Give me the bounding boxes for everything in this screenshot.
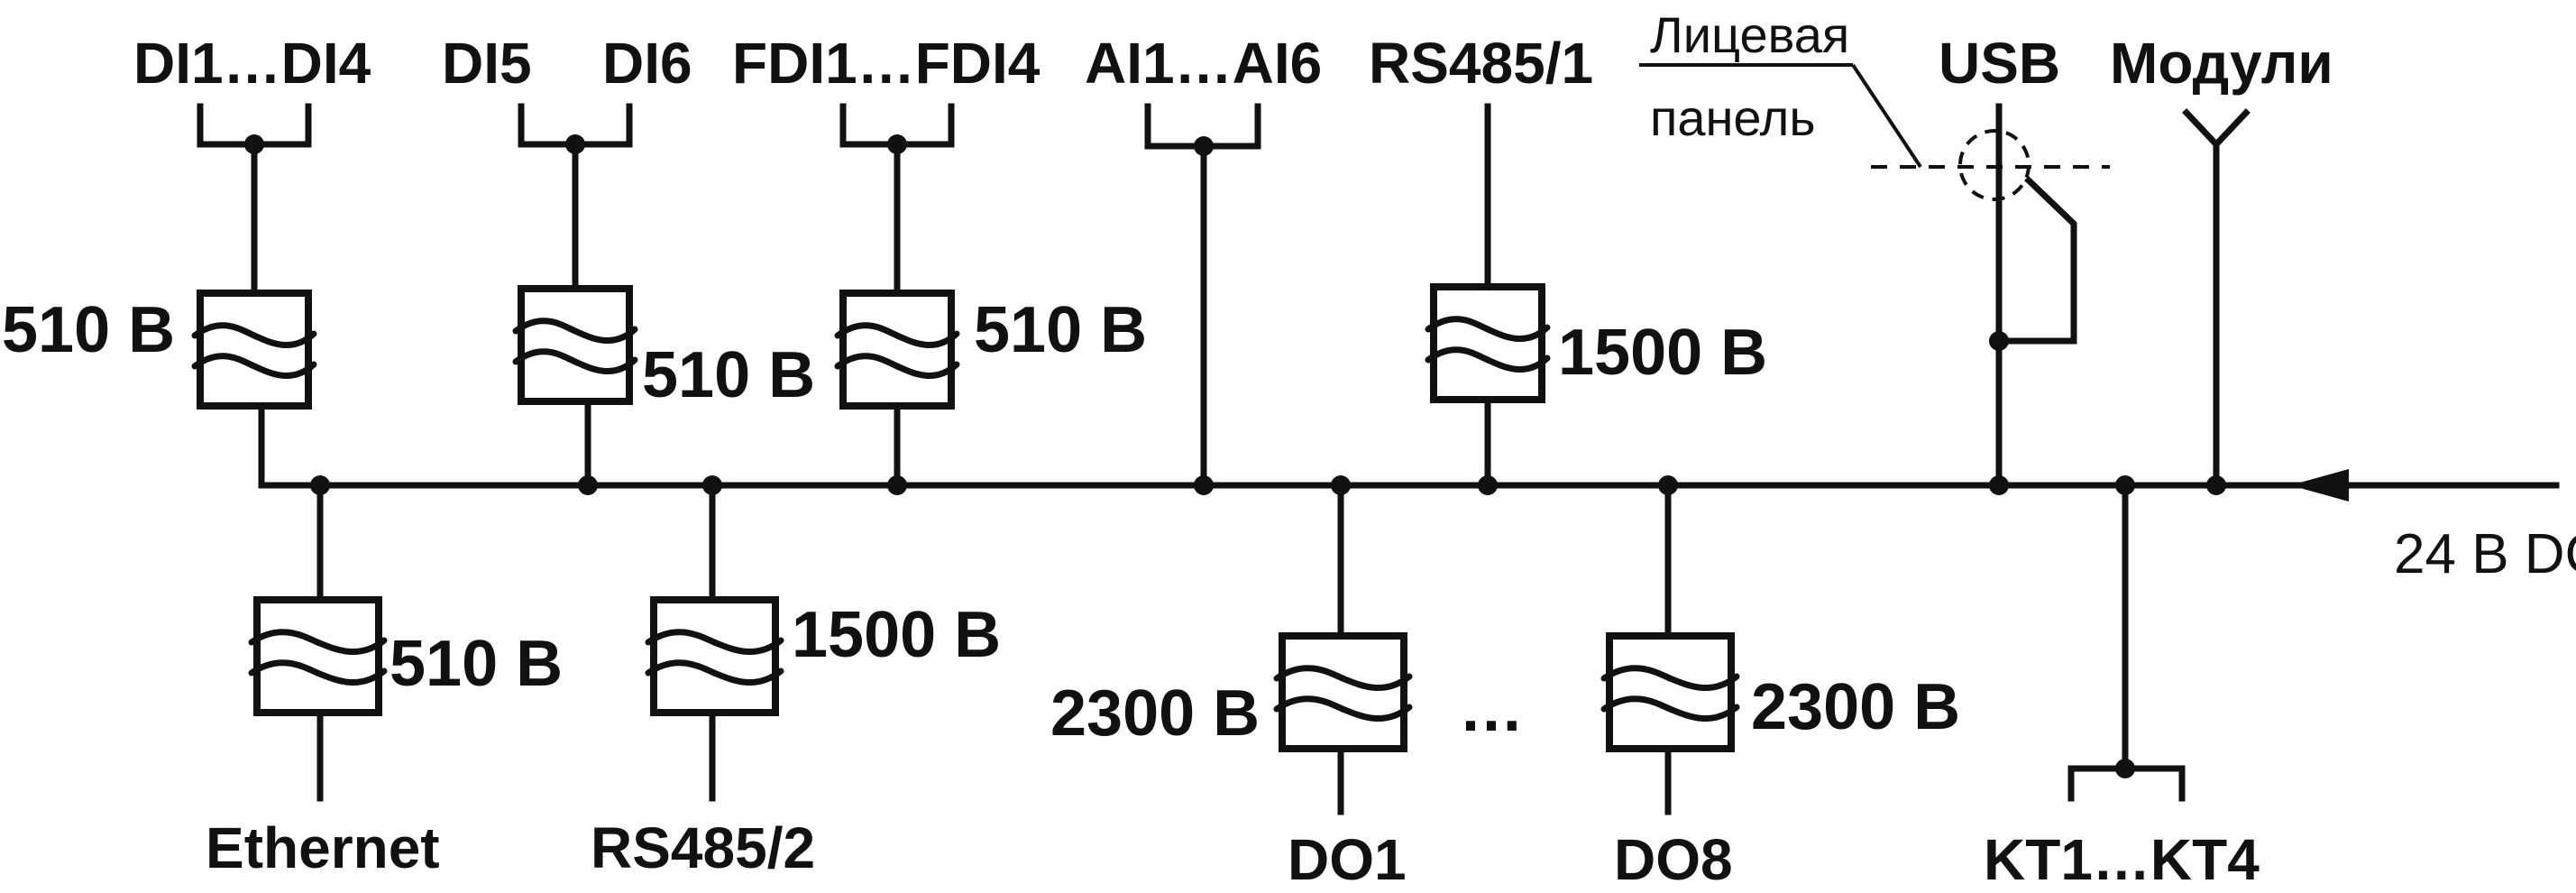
label-do8: DO8 (1614, 827, 1733, 892)
isolation-barrier-di5-di6 (518, 285, 633, 405)
label-ethernet: Ethernet (206, 815, 440, 880)
power-label: 24 B DC (2394, 523, 2576, 585)
voltage-di5-di6: 510 B (642, 339, 815, 411)
voltage-do1: 2300 B (1050, 677, 1260, 750)
label-front-panel-line2: панель (1650, 89, 1816, 146)
voltage-rs485-1: 1500 B (1558, 317, 1767, 389)
voltage-do8: 2300 B (1751, 671, 1960, 743)
channel-modules: Модули (2110, 31, 2333, 495)
label-fdi1-fdi4: FDI1…FDI4 (732, 31, 1040, 96)
label-kt1-kt4: KT1…KT4 (1984, 827, 2260, 892)
channel-do8: 2300 B DO8 (1600, 475, 1960, 892)
label-usb: USB (1939, 31, 2060, 96)
isolation-barrier-rs485-1 (1430, 283, 1545, 403)
isolation-barrier-fdi (839, 290, 955, 410)
voltage-di1-di4: 510 B (2, 294, 175, 366)
ellipsis-do: … (1459, 673, 1524, 745)
channel-fdi1-fdi4: FDI1…FDI4 510 B (732, 31, 1147, 495)
label-di6: DI6 (602, 31, 692, 96)
label-modules: Модули (2110, 31, 2333, 96)
channel-ethernet: 510 B Ethernet (206, 475, 563, 880)
channel-rs485-2: 1500 B RS485/2 (591, 475, 1001, 880)
label-di5: DI5 (442, 31, 532, 96)
usb-connector-circle (1958, 129, 2031, 201)
channel-di1-di4: DI1…DI4 510 B (2, 31, 371, 489)
label-do1: DO1 (1288, 827, 1407, 892)
channel-rs485-1: RS485/1 1500 B (1369, 31, 1767, 495)
front-panel-usb: Лицевая панель USB (1639, 6, 2110, 495)
label-front-panel-line1: Лицевая (1650, 6, 1849, 63)
isolation-barrier-do1 (1279, 632, 1407, 752)
isolation-barrier-ethernet (253, 596, 382, 716)
voltage-rs485-2: 1500 B (792, 599, 1001, 671)
channel-do1: 2300 B DO1 (1050, 475, 1413, 892)
label-rs485-2: RS485/2 (591, 815, 815, 880)
voltage-ethernet: 510 B (390, 628, 563, 700)
channel-kt1-kt4: KT1…KT4 (1984, 475, 2260, 892)
channel-di5-di6: DI5 DI6 510 B (442, 31, 815, 495)
voltage-fdi: 510 B (974, 294, 1147, 366)
label-di1-di4: DI1…DI4 (133, 31, 371, 96)
isolation-barrier-di1-di4 (197, 290, 312, 410)
channel-ai1-ai6: AI1…AI6 (1085, 31, 1322, 495)
label-ai1-ai6: AI1…AI6 (1085, 31, 1322, 96)
isolation-barrier-do8 (1606, 632, 1735, 752)
isolation-barrier-rs485-2 (650, 596, 779, 716)
power-input-arrow (2290, 469, 2349, 502)
label-rs485-1: RS485/1 (1369, 31, 1593, 96)
